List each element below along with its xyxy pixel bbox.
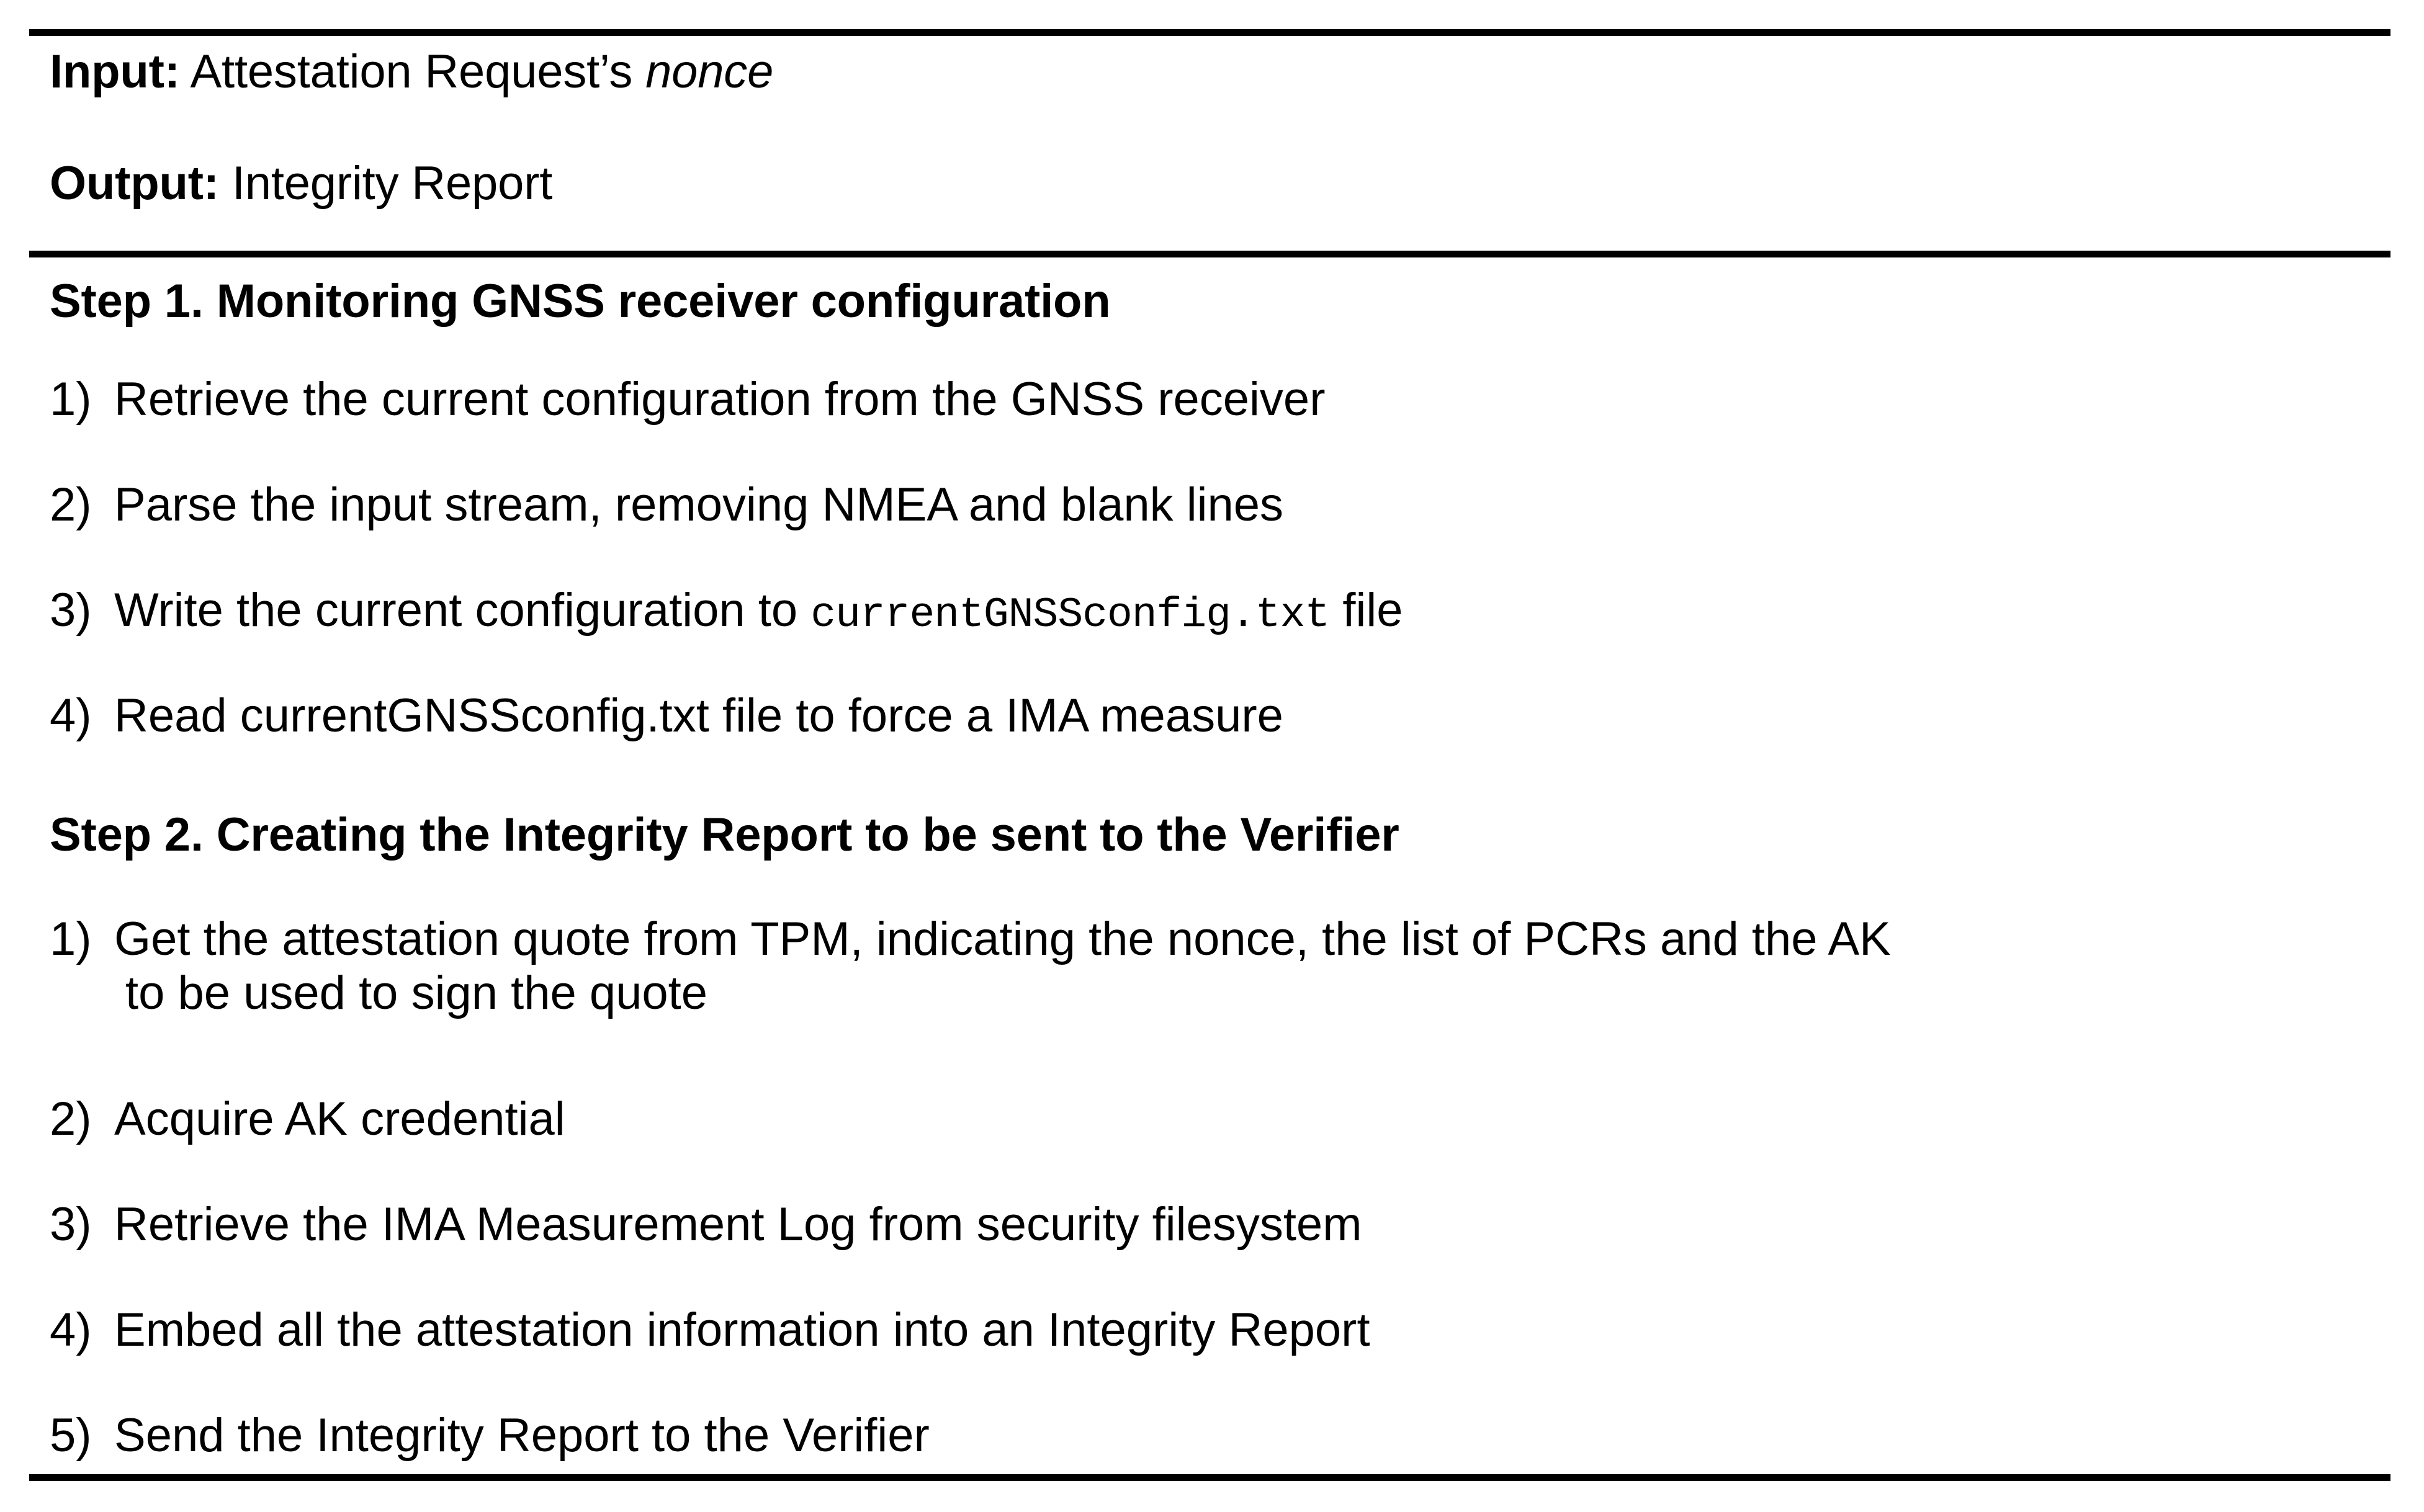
list-item-number: 2) — [50, 1093, 92, 1145]
list-item-number: 4) — [50, 689, 92, 742]
rule-middle — [29, 251, 2390, 257]
list-item-text: Send the Integrity Report to the Verifie… — [114, 1409, 930, 1462]
rule-top — [29, 29, 2390, 36]
step-1-heading: Step 1. Monitoring GNSS receiver configu… — [50, 275, 1111, 328]
list-item-number: 5) — [50, 1409, 92, 1462]
list-item-text: Retrieve the IMA Measurement Log from se… — [114, 1198, 1362, 1251]
list-item-text: Read currentGNSSconfig.txt file to force… — [114, 689, 1283, 742]
list-item-text: Retrieve the current configuration from … — [114, 373, 1326, 426]
list-item-text-continuation: to be used to sign the quote — [125, 967, 708, 1019]
list-item: 5) Send the Integrity Report to the Veri… — [50, 1408, 930, 1462]
output-line: Output: Integrity Report — [50, 155, 552, 212]
list-item-number: 3) — [50, 1198, 92, 1251]
list-item: 1) Get the attestation quote from TPM, i… — [50, 912, 1891, 1020]
list-item: 1) Retrieve the current configuration fr… — [50, 372, 1326, 426]
list-item-number: 1) — [50, 913, 92, 965]
list-item-text: Write the current configuration to curre… — [114, 583, 1403, 639]
rule-bottom — [29, 1474, 2390, 1481]
list-item-text: Acquire AK credential — [114, 1093, 565, 1145]
list-item: 3) Write the current configuration to cu… — [50, 583, 1403, 639]
list-item-text-after: file — [1329, 584, 1403, 637]
list-item: 4) Embed all the attestation information… — [50, 1303, 1370, 1357]
list-item: 2) Acquire AK credential — [50, 1092, 565, 1146]
input-value-italic: nonce — [645, 45, 774, 98]
list-item-number: 1) — [50, 373, 92, 426]
list-item-text: Parse the input stream, removing NMEA an… — [114, 478, 1284, 531]
list-item-text-block: Get the attestation quote from TPM, indi… — [114, 912, 1891, 1020]
list-item-number: 2) — [50, 478, 92, 531]
list-item-text-before: Write the current configuration to — [114, 584, 811, 637]
list-item-text: Get the attestation quote from TPM, indi… — [114, 913, 1891, 965]
list-item-text: Embed all the attestation information in… — [114, 1304, 1370, 1356]
output-label: Output: — [50, 157, 219, 210]
list-item: 4) Read currentGNSSconfig.txt file to fo… — [50, 689, 1283, 743]
output-value: Integrity Report — [231, 157, 553, 210]
list-item-number: 4) — [50, 1304, 92, 1356]
step-2-heading: Step 2. Creating the Integrity Report to… — [50, 808, 1399, 861]
algorithm-box: Input: Attestation Request’s nonce Outpu… — [29, 0, 2390, 1512]
list-item: 2) Parse the input stream, removing NMEA… — [50, 478, 1283, 532]
list-item-number: 3) — [50, 584, 92, 637]
list-item: 3) Retrieve the IMA Measurement Log from… — [50, 1197, 1362, 1251]
input-line: Input: Attestation Request’s nonce — [50, 43, 773, 101]
input-value-plain: Attestation Request’s — [190, 45, 646, 98]
input-label: Input: — [50, 45, 180, 98]
filename-mono: currentGNSSconfig.txt — [810, 591, 1330, 639]
